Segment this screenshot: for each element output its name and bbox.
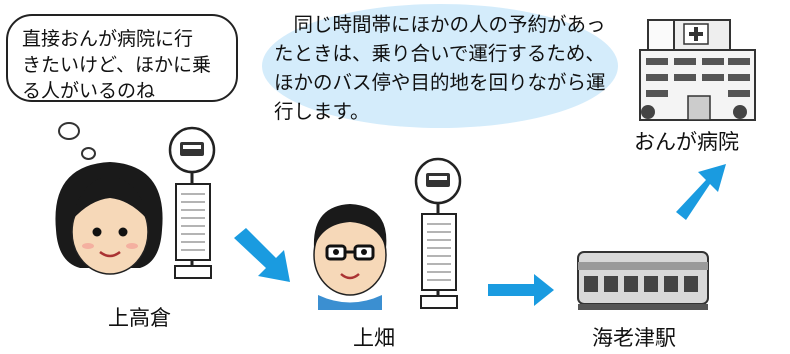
train-icon (577, 251, 709, 310)
cloud-bubble (262, 4, 618, 128)
speech-bubble: 直接おんが病院に行 きたいけど、ほかに乗 る人がいるのね (6, 14, 238, 102)
bus-stop-sign-icon (168, 126, 216, 279)
bus-stop-sign-icon (414, 157, 462, 309)
thought-circle (58, 122, 80, 140)
speech-line: きたいけど、ほかに乗 (22, 54, 212, 76)
arrow-icon (488, 274, 554, 306)
place-label-kamitakakura: 上高倉 (108, 306, 171, 330)
man-icon (313, 204, 387, 310)
place-label-ebitsu-station: 海老津駅 (592, 326, 676, 350)
woman-icon (55, 162, 163, 275)
place-label-kamihata: 上畑 (353, 326, 395, 350)
arrow-icon (676, 164, 726, 220)
place-label-onga-hospital: おんが病院 (634, 130, 739, 154)
speech-line: る人がいるのね (22, 80, 156, 102)
hospital-icon (639, 19, 756, 121)
cloud-text: 同じ時間帯にほかの人の予約があったときは、乗り合いで運行するため、ほかのバス停や… (274, 13, 606, 123)
speech-line: 直接おんが病院に行 (22, 28, 194, 50)
arrow-icon (234, 228, 290, 282)
thought-circle (81, 147, 96, 160)
